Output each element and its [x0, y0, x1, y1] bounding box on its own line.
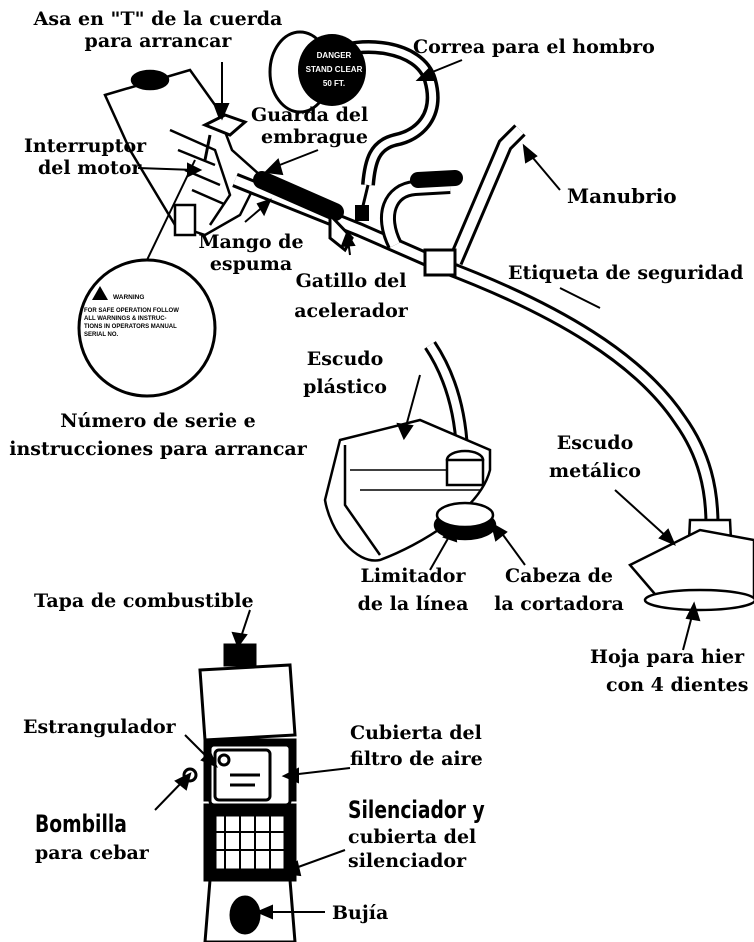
label-clutch-guard-line2: embrague — [261, 126, 368, 148]
label-engine-switch-line1: Interruptor — [24, 135, 147, 157]
label-cutter-head-line1: Cabeza de — [505, 565, 613, 587]
warning-line-3: TIONS IN OPERATORS MANUAL — [84, 324, 177, 330]
label-foam-grip: Mango de espuma — [196, 231, 306, 275]
warning-word: WARNING — [113, 294, 144, 301]
label-choke: Estrangulador — [23, 716, 176, 738]
label-throttle-trigger: Gatillo del acelerador — [286, 270, 416, 322]
engine-front — [182, 643, 297, 942]
shoulder-strap — [326, 40, 440, 221]
label-foam-grip-line2: espuma — [209, 253, 293, 275]
label-metal-shield-line1: Escudo — [556, 432, 634, 454]
label-serial-number-line1: Número de serie e — [60, 410, 256, 432]
distance-word: 50 FT. — [323, 79, 345, 88]
foam-grip — [253, 171, 344, 221]
label-air-filter-cover: Cubierta del filtro de aire — [350, 722, 483, 770]
label-blade: Hoja para hier con 4 dientes — [590, 646, 754, 696]
label-clutch-guard-line1: Guarda del — [251, 104, 369, 126]
label-blade-line1: Hoja para hier — [590, 646, 745, 668]
label-line-limiter: Limitador de la línea — [348, 565, 478, 615]
handlebar — [379, 124, 526, 277]
label-engine-switch: Interruptor del motor — [24, 135, 146, 179]
label-primer-bulb: Bombilla para cebar — [35, 810, 153, 864]
label-air-filter-cover-line1: Cubierta del — [350, 722, 482, 744]
label-serial-number-line2: instrucciones para arrancar — [9, 438, 307, 460]
label-foam-grip-line1: Mango de — [198, 231, 304, 253]
label-starter-handle-line2: para arrancar — [84, 30, 232, 52]
danger-tag: DANGER STAND CLEAR 50 FT. — [268, 30, 366, 114]
label-muffler-line1: Silenciador y — [348, 796, 485, 824]
label-fuel-cap: Tapa de combustible — [34, 590, 254, 612]
label-metal-shield: Escudo metálico — [540, 432, 650, 482]
label-primer-bulb-line1: Bombilla — [35, 810, 127, 838]
label-clutch-guard: Guarda del embrague — [251, 104, 368, 148]
danger-word: DANGER — [317, 51, 352, 60]
label-line-limiter-line2: de la línea — [357, 593, 469, 615]
label-primer-bulb-line2: para cebar — [35, 842, 149, 864]
warning-line-4: SERIAL NO. — [84, 332, 119, 338]
label-safety-label: Etiqueta de seguridad — [508, 262, 744, 284]
label-throttle-trigger-line1: Gatillo del — [295, 270, 407, 292]
metal-shield-assembly — [628, 518, 754, 612]
label-metal-shield-line2: metálico — [549, 460, 641, 482]
label-plastic-shield-line1: Escudo — [306, 348, 384, 370]
label-throttle-trigger-line2: acelerador — [294, 300, 408, 322]
label-cutter-head-line2: la cortadora — [494, 593, 624, 615]
label-starter-handle-line1: Asa en "T" de la cuerda — [33, 8, 283, 30]
label-blade-line2: con 4 dientes — [606, 674, 749, 696]
leader-lines — [137, 59, 701, 920]
stand-clear-word: STAND CLEAR — [306, 65, 363, 74]
label-starter-handle: Asa en "T" de la cuerda para arrancar — [27, 8, 289, 52]
label-air-filter-cover-line2: filtro de aire — [350, 748, 483, 770]
label-serial-number: Número de serie e instrucciones para arr… — [8, 410, 308, 460]
label-plastic-shield-line2: plástico — [303, 376, 387, 398]
warning-line-1: FOR SAFE OPERATION FOLLOW — [84, 308, 179, 314]
label-line-limiter-line1: Limitador — [360, 565, 466, 587]
label-cutter-head: Cabeza de la cortadora — [484, 565, 634, 615]
drive-shaft — [232, 173, 720, 526]
label-muffler-line2: cubierta del — [348, 826, 477, 848]
warning-line-2: ALL WARNINGS & INSTRUC- — [84, 316, 167, 322]
label-engine-switch-line2: del motor — [38, 157, 142, 179]
starter-handle — [201, 113, 248, 161]
label-handlebar: Manubrio — [567, 184, 677, 208]
label-muffler: Silenciador y cubierta del silenciador — [348, 796, 523, 872]
plastic-shield-assembly — [323, 341, 497, 562]
engine-housing — [103, 68, 262, 237]
label-shoulder-strap: Correa para el hombro — [413, 36, 655, 58]
label-spark-plug: Bujía — [332, 902, 389, 924]
label-plastic-shield: Escudo plástico — [290, 348, 400, 398]
label-muffler-line3: silenciador — [348, 850, 467, 872]
